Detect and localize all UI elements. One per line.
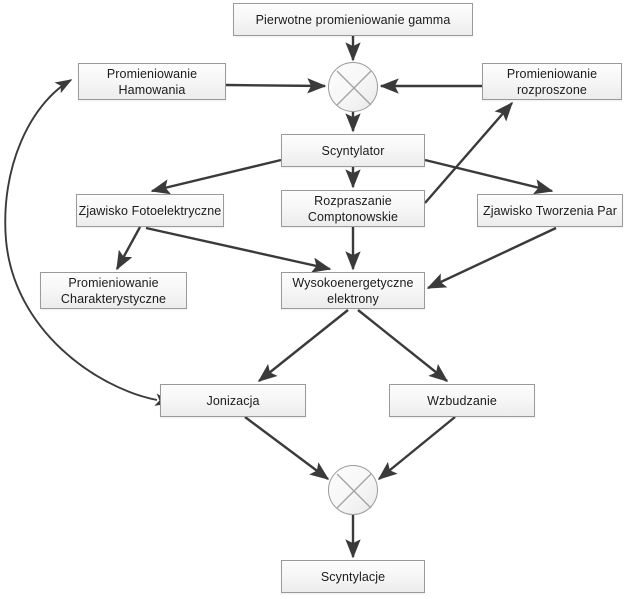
edge-tworzenia-par-to-wysokoenergetyczne	[426, 226, 557, 290]
cross-icon	[336, 473, 372, 509]
edge-wzbudzanie-to-junction-bottom	[377, 416, 456, 480]
node-zjawisko-tworzenia-par[interactable]: Zjawisko Tworzenia Par	[477, 194, 623, 227]
summing-junction-bottom[interactable]	[328, 465, 378, 515]
edge-scyntylator-to-fotoelektryczne	[150, 158, 282, 195]
edge-wysokoenergetyczne-to-jonizacja	[257, 309, 349, 382]
node-promieniowanie-charakterystyczne[interactable]: Promieniowanie Charakterystyczne	[40, 272, 187, 309]
node-promieniowanie-hamowania[interactable]: Promieniowanie Hamowania	[78, 63, 226, 100]
node-scyntylacje[interactable]: Scyntylacje	[281, 560, 425, 593]
node-scyntylator[interactable]: Scyntylator	[281, 134, 425, 167]
edge-hamowania-to-junction-top	[225, 78, 327, 94]
edge-fotoelektryczne-to-charakterystyczne	[115, 226, 142, 271]
node-zjawisko-fotoelektryczne[interactable]: Zjawisko Fotoelektryczne	[76, 194, 224, 227]
edge-jonizacja-to-junction-bottom	[244, 416, 330, 480]
node-rozpraszanie-comptonowskie[interactable]: Rozpraszanie Comptonowskie	[281, 190, 425, 227]
node-promieniowanie-rozproszone[interactable]: Promieniowanie rozproszone	[482, 63, 622, 100]
edge-comptonowskie-to-rozproszone	[424, 101, 513, 204]
summing-junction-top[interactable]	[328, 62, 378, 112]
edge-scyntylator-to-tworzenia-par	[424, 158, 554, 195]
edge-wysokoenergetyczne-to-wzbudzanie	[357, 309, 449, 382]
edge-jonizacja-to-hamowania-curve	[4, 79, 173, 406]
node-wysokoenergetyczne-elektrony[interactable]: Wysokoenergetyczne elektrony	[281, 272, 425, 309]
cross-icon	[336, 70, 372, 106]
edge-fotoelektryczne-to-wysokoenergetyczne	[145, 226, 332, 273]
node-pierwotne-promieniowanie-gamma[interactable]: Pierwotne promieniowanie gamma	[233, 3, 473, 36]
node-wzbudzanie[interactable]: Wzbudzanie	[389, 384, 535, 417]
node-jonizacja[interactable]: Jonizacja	[160, 384, 306, 417]
